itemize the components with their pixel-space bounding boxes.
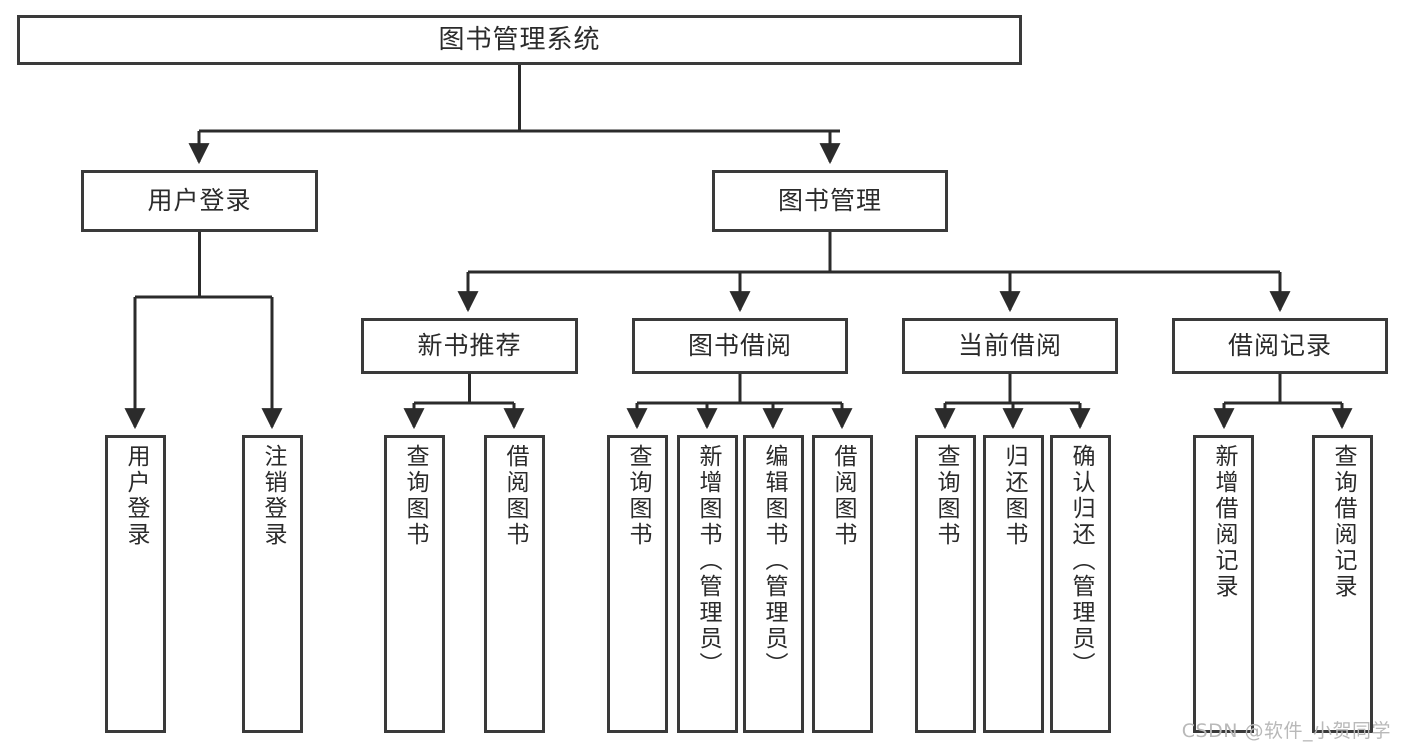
node-label: 新书推荐 [417, 331, 522, 361]
node-label: 查询图书 [625, 444, 651, 548]
node-label: 借阅图书 [830, 444, 856, 548]
node-label: 图书管理系统 [438, 24, 601, 55]
node-label: 归还图书 [1001, 444, 1027, 548]
node-label: 查询借阅记录 [1330, 444, 1356, 600]
watermark-text: CSDN @软件_小贺同学 [1181, 720, 1391, 742]
node-label: 确认归还（管理员） [1068, 444, 1094, 678]
node-label: 图书管理 [777, 186, 882, 216]
leaf-user-login-logout[interactable]: 注销登录 [242, 435, 303, 733]
node-label: 新增图书（管理员） [695, 444, 721, 678]
leaf-new-book-borrow-books[interactable]: 借阅图书 [484, 435, 545, 733]
node-label: 当前借阅 [957, 331, 1062, 361]
leaf-book-borrow-borrow-books[interactable]: 借阅图书 [812, 435, 873, 733]
leaf-borrow-record-query-record[interactable]: 查询借阅记录 [1312, 435, 1373, 733]
leaf-new-book-query-books[interactable]: 查询图书 [384, 435, 445, 733]
node-label: 借阅图书 [502, 444, 528, 548]
node-user-login[interactable]: 用户登录 [81, 170, 318, 232]
node-label: 查询图书 [402, 444, 428, 548]
leaf-borrow-record-add-record[interactable]: 新增借阅记录 [1193, 435, 1254, 733]
node-label: 借阅记录 [1227, 331, 1332, 361]
leaf-current-borrow-return-books[interactable]: 归还图书 [983, 435, 1044, 733]
leaf-book-borrow-query-books[interactable]: 查询图书 [607, 435, 668, 733]
leaf-user-login-login[interactable]: 用户登录 [105, 435, 166, 733]
node-label: 注销登录 [260, 444, 286, 548]
leaf-book-borrow-edit-book-admin[interactable]: 编辑图书（管理员） [743, 435, 804, 733]
node-label: 编辑图书（管理员） [761, 444, 787, 678]
node-borrowing-records[interactable]: 借阅记录 [1172, 318, 1388, 374]
node-current-borrowing[interactable]: 当前借阅 [902, 318, 1118, 374]
node-label: 图书借阅 [687, 331, 792, 361]
node-label: 查询图书 [933, 444, 959, 548]
node-label: 新增借阅记录 [1211, 444, 1237, 600]
node-label: 用户登录 [123, 444, 149, 548]
node-book-management[interactable]: 图书管理 [712, 170, 948, 232]
node-book-borrowing[interactable]: 图书借阅 [632, 318, 848, 374]
leaf-current-borrow-query-books[interactable]: 查询图书 [915, 435, 976, 733]
node-label: 用户登录 [147, 186, 252, 216]
leaf-book-borrow-add-book-admin[interactable]: 新增图书（管理员） [677, 435, 738, 733]
node-root-book-management-system[interactable]: 图书管理系统 [17, 15, 1022, 65]
leaf-current-borrow-confirm-return-admin[interactable]: 确认归还（管理员） [1050, 435, 1111, 733]
node-new-book-recommendation[interactable]: 新书推荐 [361, 318, 578, 374]
